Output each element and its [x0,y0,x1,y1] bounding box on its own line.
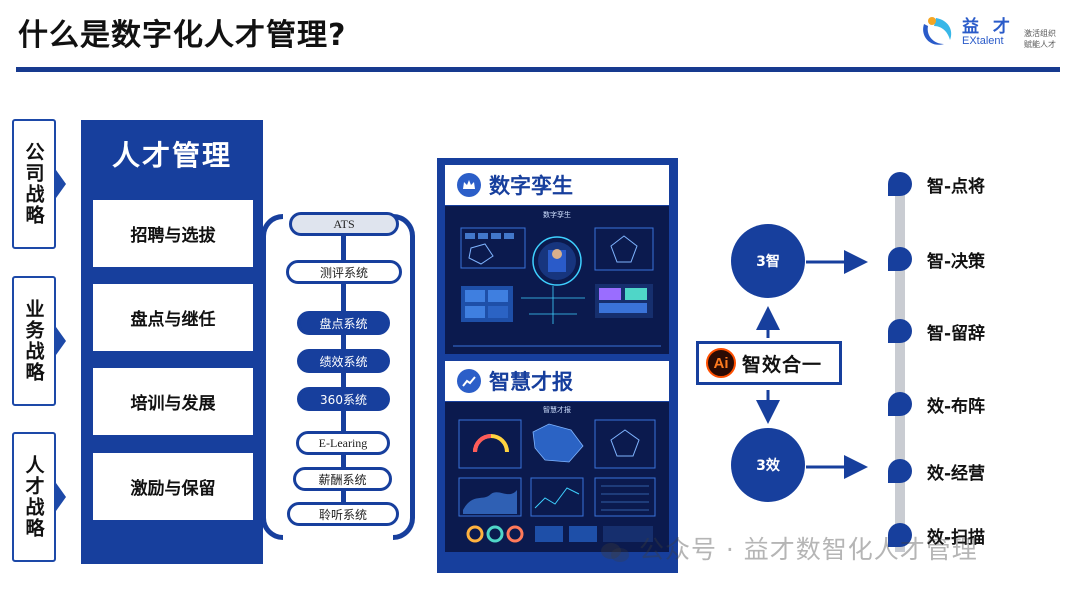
outcome-label: 效-布阵 [927,397,986,417]
logo-tagline-2: 赋能人才 [1024,40,1056,49]
talent-item-retention: 激励与保留 [93,453,253,520]
screen-title: 智慧才报 [543,405,571,414]
page-title: 什么是数字化人才管理? [18,18,347,53]
dashboard-title: 数字孪生 [489,174,573,198]
system-performance: 绩效系统 [297,349,390,373]
strategy-label: 人才战略 [22,455,45,539]
system-compensation: 薪酬系统 [293,467,392,491]
dashboard-title: 智慧才报 [489,370,573,394]
talent-item-recruitment: 招聘与选拔 [93,200,253,267]
strategy-label: 公司战略 [22,142,45,226]
system-360: 360系统 [297,387,390,411]
dashboard-panel: 数字孪生 数字孪生 [437,158,678,573]
systems-connector [341,236,346,514]
screen-title: 数字孪生 [543,210,571,219]
system-assessment: 测评系统 [286,260,402,284]
system-ats: ATS [289,212,399,236]
outcome-label: 智-留辞 [927,324,986,344]
system-listening: 聆听系统 [287,502,399,526]
ai-core-label: 智效合一 [742,353,823,376]
outcome-node [888,459,912,483]
logo-tagline-1: 激活组织 [1024,29,1056,38]
watermark-text: 公众号 · 益才数智化人才管理 [638,535,978,564]
watermark: 公众号 · 益才数智化人才管理 [600,530,978,566]
outcome-node [888,247,912,271]
outcome-node [888,172,912,196]
outcome-label: 效-经营 [927,464,986,484]
outcome-label: 效-扫描 [927,528,986,548]
systems-bracket-left [261,214,283,540]
system-elearning: E-Learing [296,431,390,455]
report-icon [457,369,481,393]
smart-report-screen: 智慧才报 [445,402,669,552]
smart-report-illustration: 智慧才报 [445,402,669,552]
digital-twin-screen: 数字孪生 [445,206,669,354]
logo-name-en: EXtalent [962,35,1004,47]
ai-badge-icon: Ai [706,348,736,378]
dashboard-header-report: 智慧才报 [445,361,669,401]
outcome-label: 智-决策 [927,252,986,272]
title-divider [16,67,1060,72]
talent-item-review: 盘点与继任 [93,284,253,351]
crown-icon [457,173,481,197]
ai-core-box: Ai 智效合一 [696,341,842,385]
system-review: 盘点系统 [297,311,390,335]
talent-management-title: 人才管理 [111,139,232,172]
outcome-node [888,523,912,547]
outcomes-timeline [895,178,905,552]
strategy-company: 公司战略 [12,119,66,249]
strategy-business: 业务战略 [12,276,66,406]
outcome-label: 智-点将 [927,177,986,197]
logo-name-cn: 益 才 [962,17,1014,37]
strategy-label: 业务战略 [22,299,45,383]
intelligence-circle: 3智 [731,224,805,298]
efficiency-circle: 3效 [731,428,805,502]
logo-mark-icon [923,17,952,45]
talent-item-development: 培训与发展 [93,368,253,435]
outcome-node [888,319,912,343]
outcome-node [888,392,912,416]
wechat-icon [600,540,630,562]
talent-management-panel: 人才管理 招聘与选拔 盘点与继任 培训与发展 激励与保留 [81,120,263,564]
company-logo: 益 才 EXtalent 激活组织 赋能人才 [918,10,1068,54]
digital-twin-illustration: 数字孪生 [445,206,669,354]
dashboard-header-twin: 数字孪生 [445,165,669,205]
strategy-talent: 人才战略 [12,432,66,562]
